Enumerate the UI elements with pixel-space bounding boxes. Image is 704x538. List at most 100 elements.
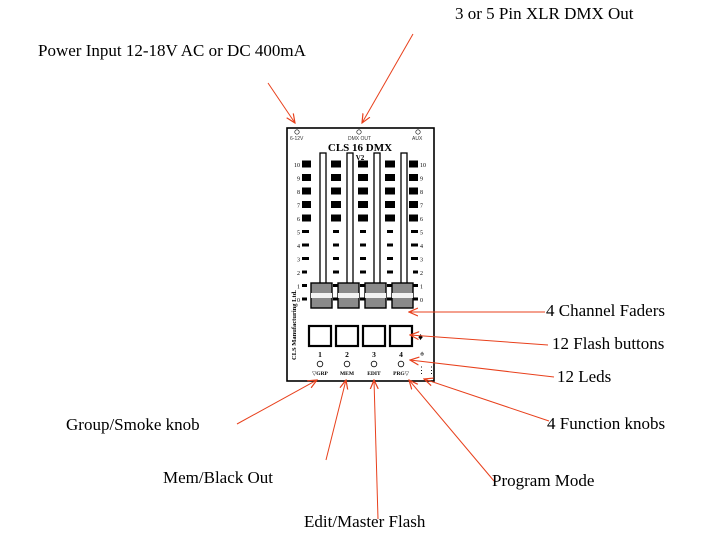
fader-scale-mark <box>358 160 368 168</box>
fader-scale-mark <box>387 243 393 247</box>
flash-button <box>334 324 360 348</box>
scale-tick-label: 10 <box>420 163 426 169</box>
fader-scale-mark <box>360 297 366 301</box>
flash-button <box>307 324 333 348</box>
knob-label: PRG▽ <box>393 371 410 377</box>
label-dmx-out: 3 or 5 Pin XLR DMX Out <box>455 4 634 23</box>
fader-scale-mark <box>387 257 393 260</box>
level-bar <box>409 174 418 181</box>
scale-tick-label: 0 <box>420 298 423 304</box>
level-bar <box>413 270 418 274</box>
fader-scale-mark <box>333 257 339 260</box>
level-bar <box>409 187 418 195</box>
fader-scale-mark <box>385 201 395 208</box>
knob-label: EDIT <box>367 371 381 377</box>
label-program-mode: Program Mode <box>492 471 595 490</box>
scale-tick-label: 7 <box>297 204 300 210</box>
leds <box>316 360 405 368</box>
scale-tick-label: 7 <box>420 204 423 210</box>
level-bar <box>302 160 311 168</box>
scale-tick-label: 6 <box>297 217 300 223</box>
fader-scale-mark <box>387 270 393 274</box>
scale-tick-label: 10 <box>294 163 300 169</box>
level-bar <box>411 257 418 260</box>
fader-scale-mark <box>385 214 395 222</box>
level-bar <box>302 297 307 301</box>
level-bar <box>302 230 309 233</box>
scale-tick-label: 8 <box>297 190 300 196</box>
svg-text:⋮: ⋮ <box>417 365 426 375</box>
connector-dmx-icon: DMX OUT <box>348 129 371 142</box>
scale-tick-label: 3 <box>420 258 423 264</box>
scale-tick-label: 0 <box>297 298 300 304</box>
side-brand-text: CLS Manufacturing Ltd. <box>291 290 298 360</box>
connector-power-label: 6-12V <box>290 136 304 142</box>
level-bar <box>411 230 418 233</box>
fader-track <box>319 152 327 299</box>
fader-scale-mark <box>360 257 366 260</box>
fader-scale-mark <box>333 297 339 301</box>
fader-scale-mark <box>385 174 395 181</box>
fader-scale-mark <box>358 174 368 181</box>
label-power-input: Power Input 12-18V AC or DC 400mA <box>38 41 306 60</box>
fader-scale-mark <box>387 230 393 233</box>
fader-scale-mark <box>331 201 341 208</box>
flash-button <box>388 324 414 348</box>
scale-tick-label: 2 <box>420 271 423 277</box>
label-edit-master: Edit/Master Flash <box>304 512 426 531</box>
level-bar <box>302 284 307 287</box>
level-bar <box>409 160 418 168</box>
fader-track <box>373 152 381 299</box>
fader-cap-line <box>392 293 413 298</box>
level-bar <box>302 187 311 195</box>
fader-scale-mark <box>387 284 393 287</box>
fader-scale-mark <box>360 230 366 233</box>
scale-tick-label: 1 <box>420 285 423 291</box>
fader-scale-mark <box>333 284 339 287</box>
flash-buttons <box>307 324 414 348</box>
fader-scale-mark <box>331 174 341 181</box>
level-bar <box>302 174 311 181</box>
flash-button <box>361 324 387 348</box>
fader-scale-mark <box>360 284 366 287</box>
led <box>370 360 378 368</box>
led <box>343 360 351 368</box>
scale-tick-label: 5 <box>420 231 423 237</box>
fader-scale-mark <box>360 270 366 274</box>
scale-tick-label: 4 <box>420 244 423 250</box>
label-channel-faders: 4 Channel Faders <box>546 301 665 320</box>
connector-aux-icon: AUX <box>412 129 423 142</box>
label-flash-buttons: 12 Flash buttons <box>552 334 665 353</box>
label-leds: 12 Leds <box>557 367 612 386</box>
fader-scale-mark <box>385 160 395 168</box>
svg-text:⋮: ⋮ <box>427 365 436 375</box>
fader-scale-mark <box>333 243 339 247</box>
svg-text:♦: ♦ <box>418 332 423 343</box>
led <box>397 360 405 368</box>
fader-scale-mark <box>387 297 393 301</box>
led <box>316 360 324 368</box>
scale-tick-label: 8 <box>420 190 423 196</box>
fader-cap-line <box>338 293 359 298</box>
label-mem-blackout: Mem/Black Out <box>163 468 274 487</box>
channel-number: 2 <box>345 350 349 359</box>
connector-dmx-label: DMX OUT <box>348 136 371 142</box>
label-function-knobs: 4 Function knobs <box>547 414 666 433</box>
fader-scale-mark <box>360 243 366 247</box>
connector-power-icon: 6-12V <box>290 129 304 142</box>
level-bar <box>302 270 307 274</box>
knob-label: MEM <box>340 371 355 377</box>
fader-scale-mark <box>385 187 395 195</box>
level-bar <box>413 297 418 301</box>
scale-tick-label: 3 <box>297 258 300 264</box>
label-group-smoke: Group/Smoke knob <box>66 415 200 434</box>
fader-scale-mark <box>331 187 341 195</box>
scale-tick-label: 9 <box>420 177 423 183</box>
level-bar <box>302 243 309 247</box>
level-bar <box>413 284 418 287</box>
